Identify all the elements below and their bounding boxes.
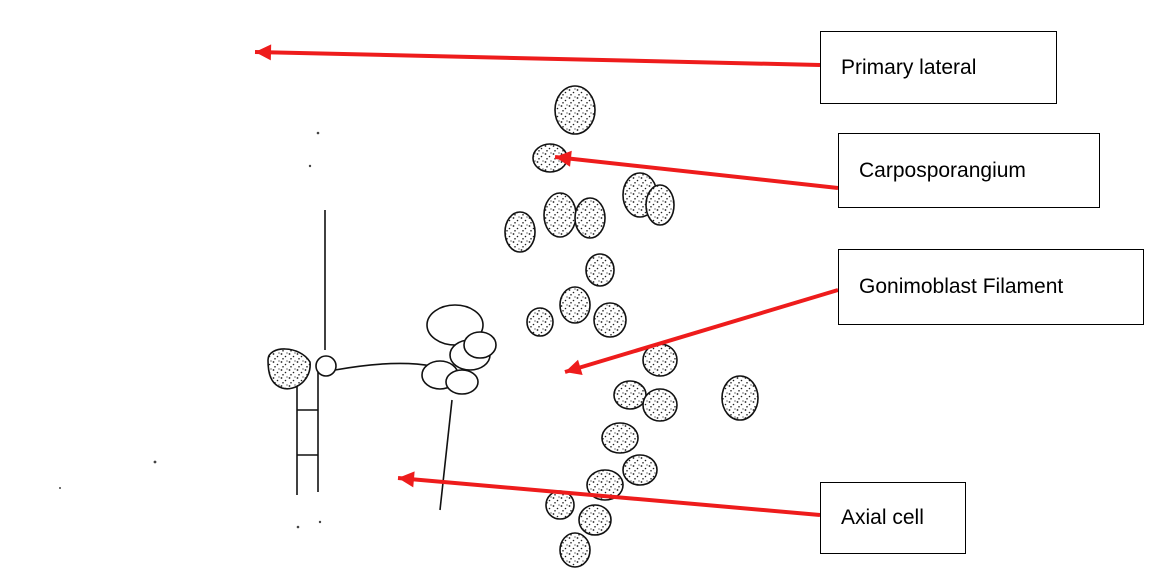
carposporangium [614,381,646,409]
carposporangium [527,308,553,336]
carposporangium [544,193,576,237]
carposporangium [546,491,574,519]
specks [59,132,321,529]
cell [464,332,496,358]
carposporangium [505,212,535,252]
carposporangium [579,505,611,535]
gonimoblast-cells [422,305,496,394]
label-axial-cell: Axial cell [820,482,966,554]
carposporangium [560,287,590,323]
carposporangium [586,254,614,286]
carposporangium [560,533,590,567]
label-primary-lateral: Primary lateral [820,31,1057,104]
carposporangium [722,376,758,420]
carposporangium [602,423,638,453]
carposporangium [643,389,677,421]
cell [446,370,478,394]
carposporangium [555,86,595,134]
arrow-primary-lateral [255,52,820,65]
carposporangium [623,455,657,485]
arrow-carposporangium [555,157,838,188]
carposporangium [575,198,605,238]
label-carposporangium: Carposporangium [838,133,1100,208]
arrow-axial-cell-head [398,471,415,487]
annotation-arrows [255,44,838,515]
carposporangium [594,303,626,337]
carpogonial-branch [268,349,336,389]
label-gonimoblast-filament: Gonimoblast Filament [838,249,1144,325]
carposporangium [646,185,674,225]
arrow-primary-lateral-head [255,44,271,60]
